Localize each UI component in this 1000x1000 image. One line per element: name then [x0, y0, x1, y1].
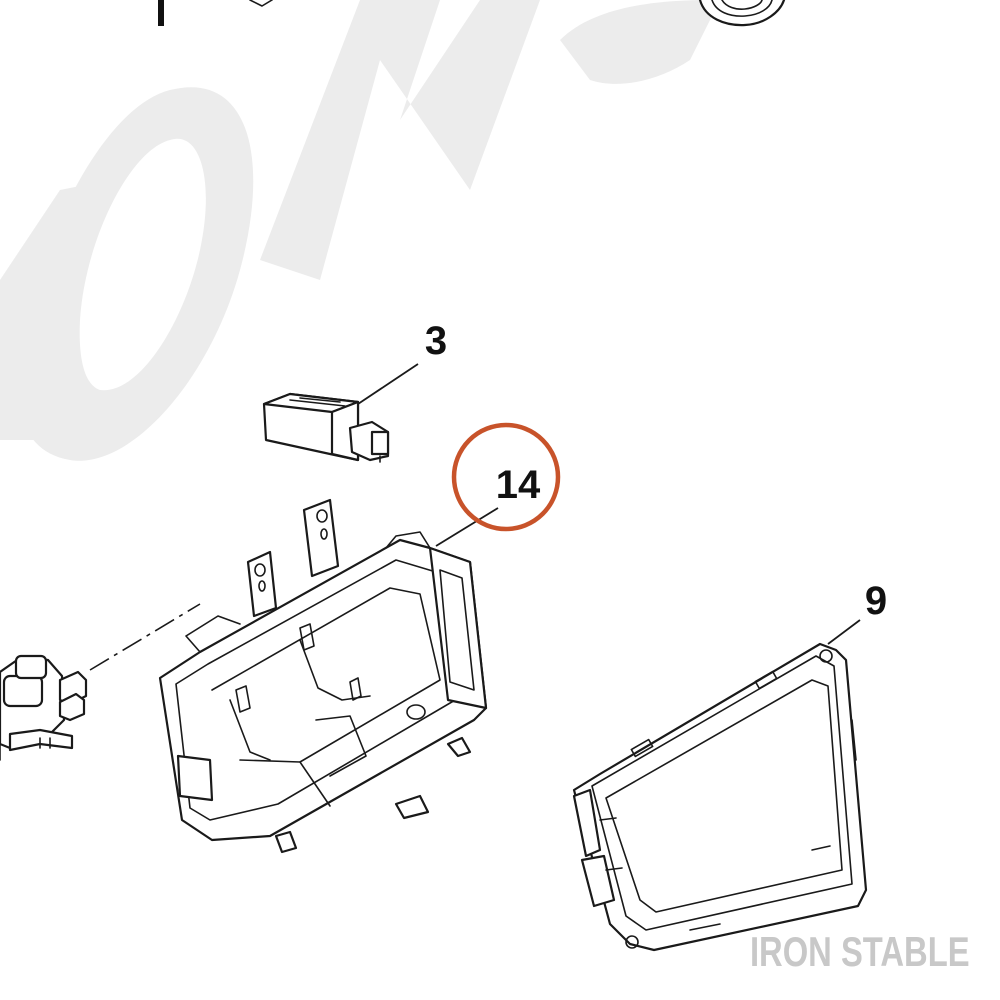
brand-watermark: IRON STABLE [750, 928, 970, 975]
callout-3: 3 [425, 319, 447, 363]
partial-part-top-left [158, 0, 273, 26]
callout-9: 9 [865, 579, 887, 623]
background-watermark [0, 0, 720, 461]
leader-14 [435, 507, 499, 547]
part-3-connector [262, 392, 390, 463]
callout-14: 14 [496, 463, 541, 507]
partial-part-top-right [698, 0, 786, 27]
part-14-bracket [158, 498, 488, 854]
part-valve-left [0, 603, 201, 761]
part-9-display-module [572, 642, 868, 952]
callout-highlight-circle [451, 422, 561, 532]
leader-3 [357, 363, 419, 405]
leader-9 [827, 619, 861, 645]
